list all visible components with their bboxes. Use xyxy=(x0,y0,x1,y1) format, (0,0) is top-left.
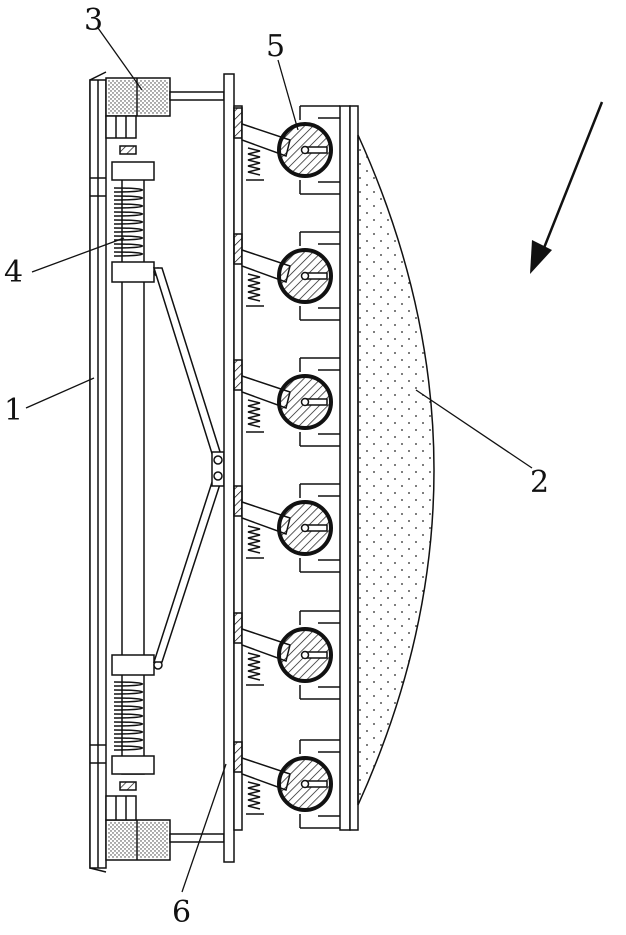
roller-unit xyxy=(234,611,340,699)
support-plate xyxy=(340,106,358,830)
label-2: 2 xyxy=(530,465,549,500)
roller-unit xyxy=(234,232,340,320)
roller-unit xyxy=(234,358,340,446)
direction-arrow xyxy=(530,102,602,274)
base-frame xyxy=(90,72,106,872)
label-4: 4 xyxy=(4,255,23,290)
scissor-linkage xyxy=(154,268,224,662)
spring-lower xyxy=(112,655,162,774)
roller-unit xyxy=(234,484,340,572)
roller-unit xyxy=(234,740,340,828)
label-6: 6 xyxy=(172,895,191,930)
label-1: 1 xyxy=(4,393,23,428)
roller-unit xyxy=(234,106,340,194)
label-3: 3 xyxy=(84,3,103,38)
curved-pad xyxy=(358,135,434,805)
mounting-block-top xyxy=(106,78,224,154)
label-5: 5 xyxy=(266,29,285,64)
